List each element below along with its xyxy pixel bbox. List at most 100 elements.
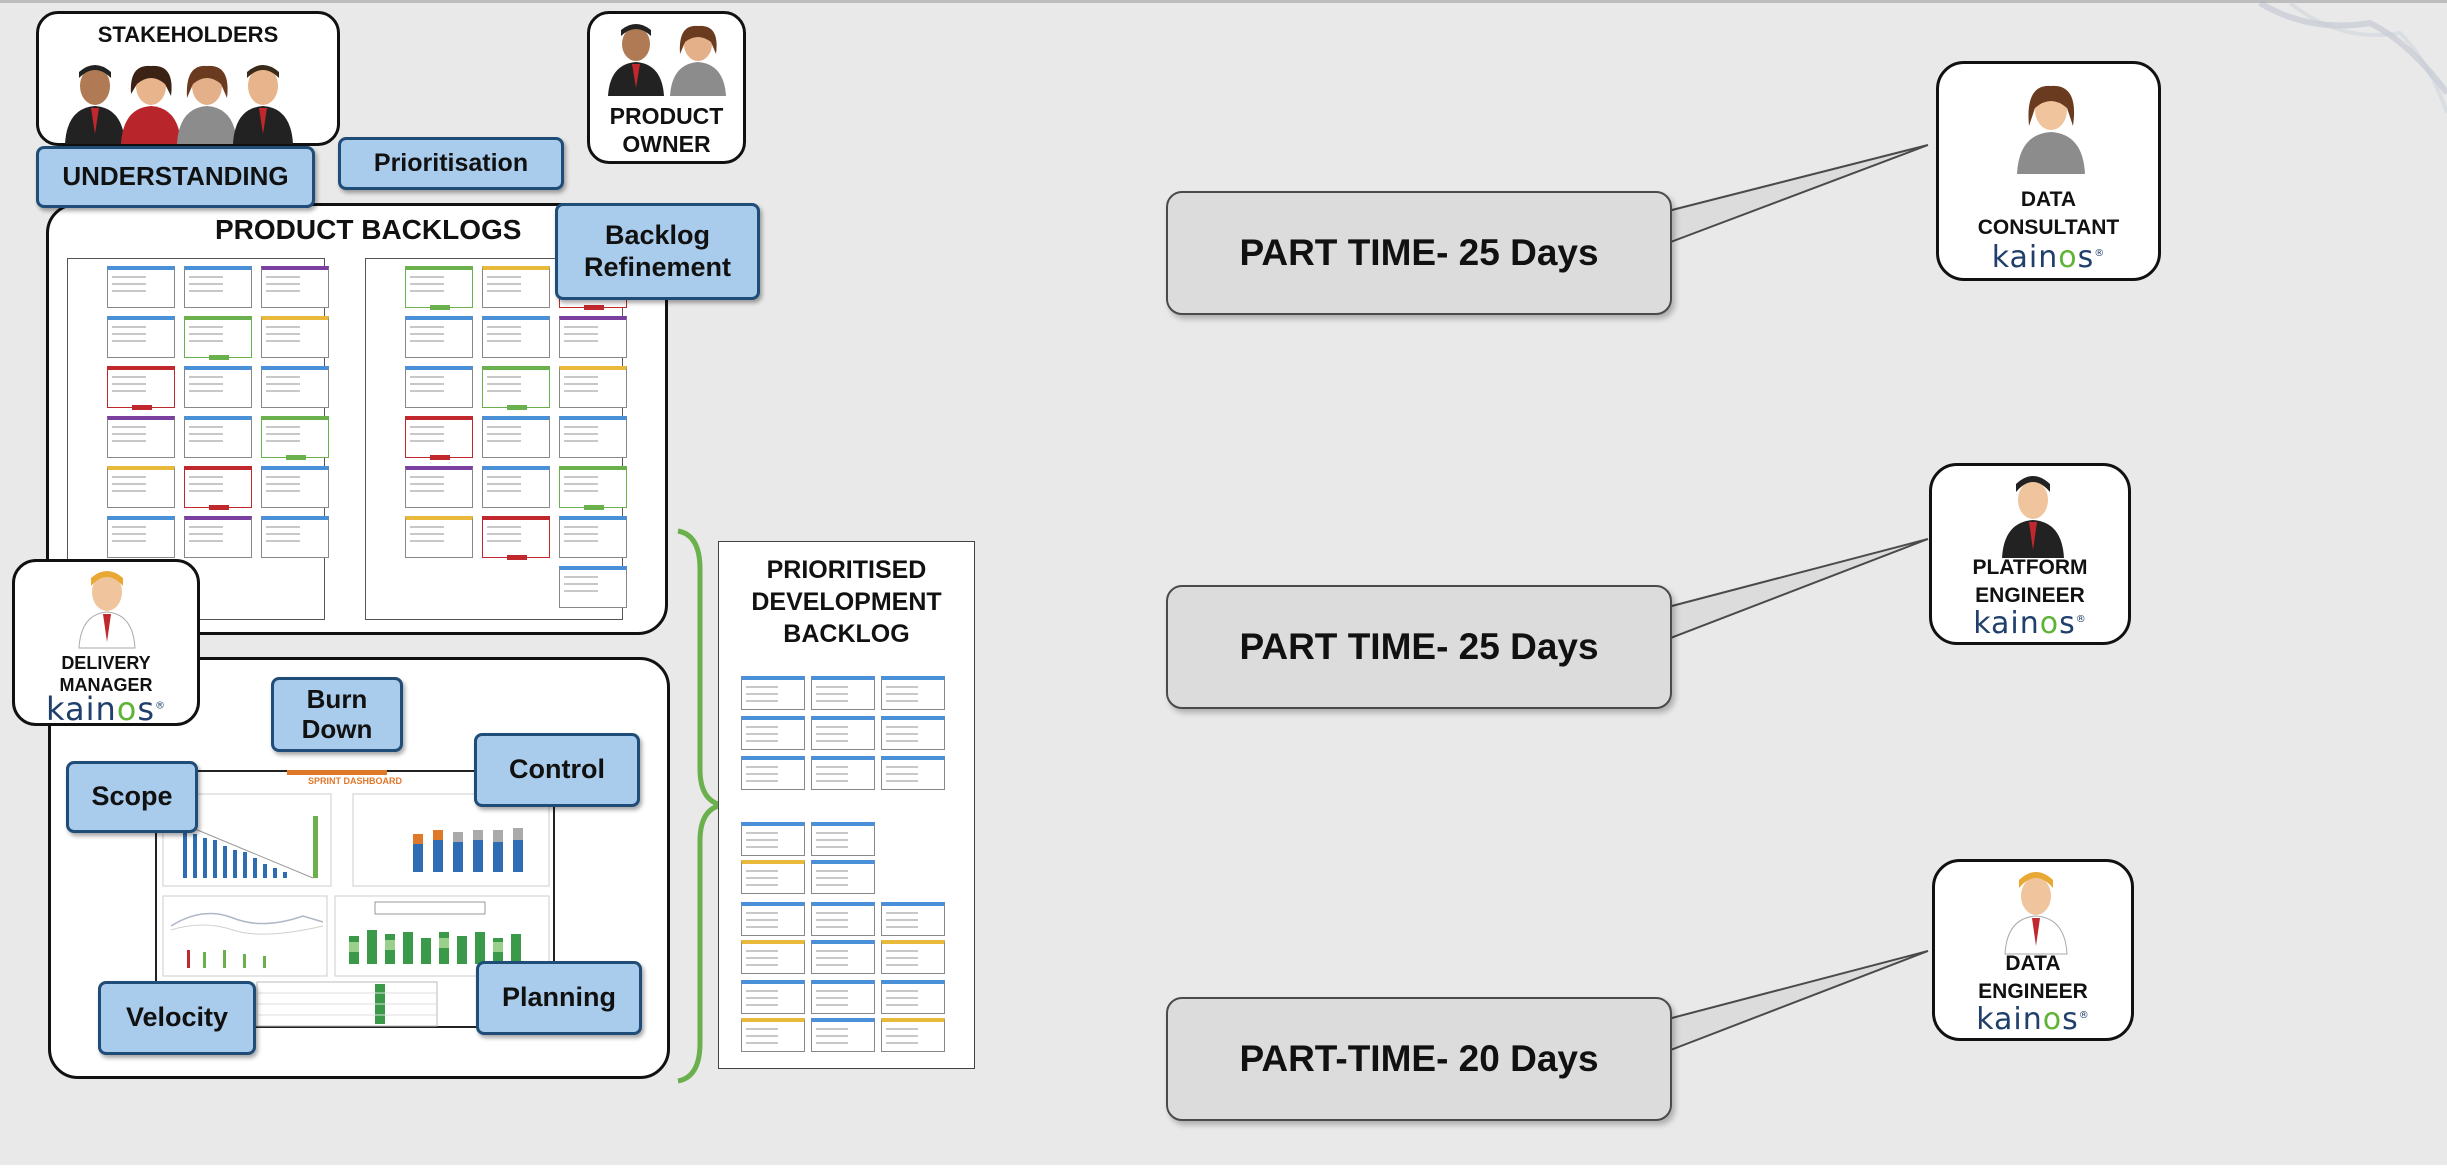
backlog-card (184, 266, 252, 308)
backlog-card (811, 676, 875, 710)
understanding-box: UNDERSTANDING (36, 146, 315, 208)
trend-line-chart (162, 895, 328, 977)
backlog-card (261, 266, 329, 308)
product-owner-box: PRODUCT OWNER (587, 11, 746, 164)
prioritised-backlog-line3: BACKLOG (783, 620, 910, 648)
sprint-dashboard-title: SPRINT DASHBOARD (307, 776, 402, 786)
data-engineer-line1: DATA (2005, 952, 2061, 975)
backlog-card (811, 902, 875, 936)
backlog-card (741, 902, 805, 936)
delivery-manager-kainos-logo: kainos® (46, 690, 166, 728)
backlog-card (107, 466, 175, 508)
data-consultant-person-icon (2017, 85, 2085, 174)
backlog-card (107, 516, 175, 558)
backlog-card (482, 366, 550, 410)
planning-box: Planning (476, 961, 642, 1035)
delivery-manager-line1: DELIVERY (61, 653, 151, 673)
corner-decoration (2258, 0, 2447, 114)
delivery-manager-box: DELIVERY MANAGER kainos® kainos (12, 559, 200, 728)
prioritised-backlog-title: PRIORITISED DEVELOPMENT BACKLOG (719, 554, 974, 650)
velocity-stacked-chart (352, 793, 550, 887)
backlog-card (881, 1018, 945, 1052)
backlog-card (405, 316, 473, 358)
product-owner-line1: PRODUCT (609, 103, 724, 129)
backlog-card (741, 676, 805, 710)
burn-down-line2: Down (301, 713, 373, 744)
backlog-card (881, 756, 945, 790)
stakeholders-box: STAKEHOLDERS (36, 11, 340, 146)
backlog-card (261, 366, 329, 408)
data-consultant-kainos-logo: kainos® (1991, 240, 2106, 275)
backlog-refinement-line1: Backlog (604, 220, 711, 251)
callout-data-consultant: PART TIME- 25 Days (1166, 191, 1672, 315)
stakeholders-title: STAKEHOLDERS (97, 22, 279, 47)
backlog-refinement-line2: Refinement (583, 251, 732, 282)
backlog-card (482, 316, 550, 358)
backlog-card (482, 516, 550, 560)
platform-engineer-kainos-logo: kainos® (1973, 606, 2087, 641)
backlog-card (559, 416, 627, 458)
backlog-card (741, 716, 805, 750)
backlog-card (482, 266, 550, 308)
platform-engineer-person-icon (2002, 476, 2064, 558)
backlog-card (559, 316, 627, 358)
prioritisation-box: Prioritisation (338, 137, 564, 190)
backlog-card (184, 466, 252, 510)
delivery-manager-label: DELIVERY MANAGER (15, 652, 197, 696)
platform-engineer-line1: PLATFORM (1972, 556, 2088, 579)
backlog-card (482, 466, 550, 508)
sprint-dashboard-bar (287, 770, 387, 775)
product-owner-line2: OWNER (622, 131, 711, 157)
burn-down-box: Burn Down (271, 677, 403, 752)
backlog-card (405, 516, 473, 558)
backlog-card (741, 980, 805, 1014)
backlog-card (559, 516, 627, 558)
callout-data-engineer: PART-TIME- 20 Days (1166, 997, 1672, 1121)
data-engineer-person-icon (2004, 872, 2068, 955)
backlog-card (811, 756, 875, 790)
backlog-card (482, 416, 550, 458)
backlog-card (184, 316, 252, 360)
backlog-card (405, 466, 473, 508)
backlog-card (881, 940, 945, 974)
delivery-manager-person-icon (78, 571, 136, 649)
backlog-card (184, 516, 252, 558)
backlog-card (405, 266, 473, 310)
backlog-card (811, 716, 875, 750)
data-consultant-label: DATA CONSULTANT (1939, 186, 2158, 242)
product-owner-people-icon (608, 24, 726, 96)
data-engineer-line2: ENGINEER (1978, 980, 2088, 1003)
data-consultant-line1: DATA (2020, 188, 2077, 211)
backlog-card (741, 860, 805, 894)
data-engineer-label: DATA ENGINEER (1935, 950, 2131, 1006)
backlog-card (741, 1018, 805, 1052)
platform-engineer-line2: ENGINEER (1975, 584, 2085, 607)
backlog-card (261, 316, 329, 358)
velocity-box: Velocity (98, 981, 256, 1055)
backlog-card (881, 980, 945, 1014)
backlog-card (107, 316, 175, 358)
backlog-card (811, 860, 875, 894)
scope-box: Scope (66, 761, 198, 833)
prioritised-backlog-panel: PRIORITISED DEVELOPMENT BACKLOG (718, 541, 975, 1069)
backlog-refinement-box: Backlog Refinement (555, 203, 760, 300)
burn-down-line1: Burn (306, 683, 368, 714)
prioritised-backlog-line2: DEVELOPMENT (751, 588, 942, 616)
sprint-table (256, 981, 438, 1027)
backlog-card (559, 466, 627, 510)
backlog-card (881, 902, 945, 936)
backlog-card (405, 416, 473, 460)
platform-engineer-box: PLATFORM ENGINEER kainos® kainos (1929, 463, 2131, 645)
backlog-card (741, 940, 805, 974)
backlog-card (881, 676, 945, 710)
backlog-card (881, 716, 945, 750)
data-consultant-line2: CONSULTANT (1977, 216, 2120, 239)
control-box: Control (474, 733, 640, 807)
backlog-card (184, 366, 252, 408)
callout-pointers (1667, 144, 1929, 1052)
backlog-card (261, 466, 329, 508)
backlog-card (741, 822, 805, 856)
backlog-card (261, 516, 329, 558)
backlog-card (811, 940, 875, 974)
